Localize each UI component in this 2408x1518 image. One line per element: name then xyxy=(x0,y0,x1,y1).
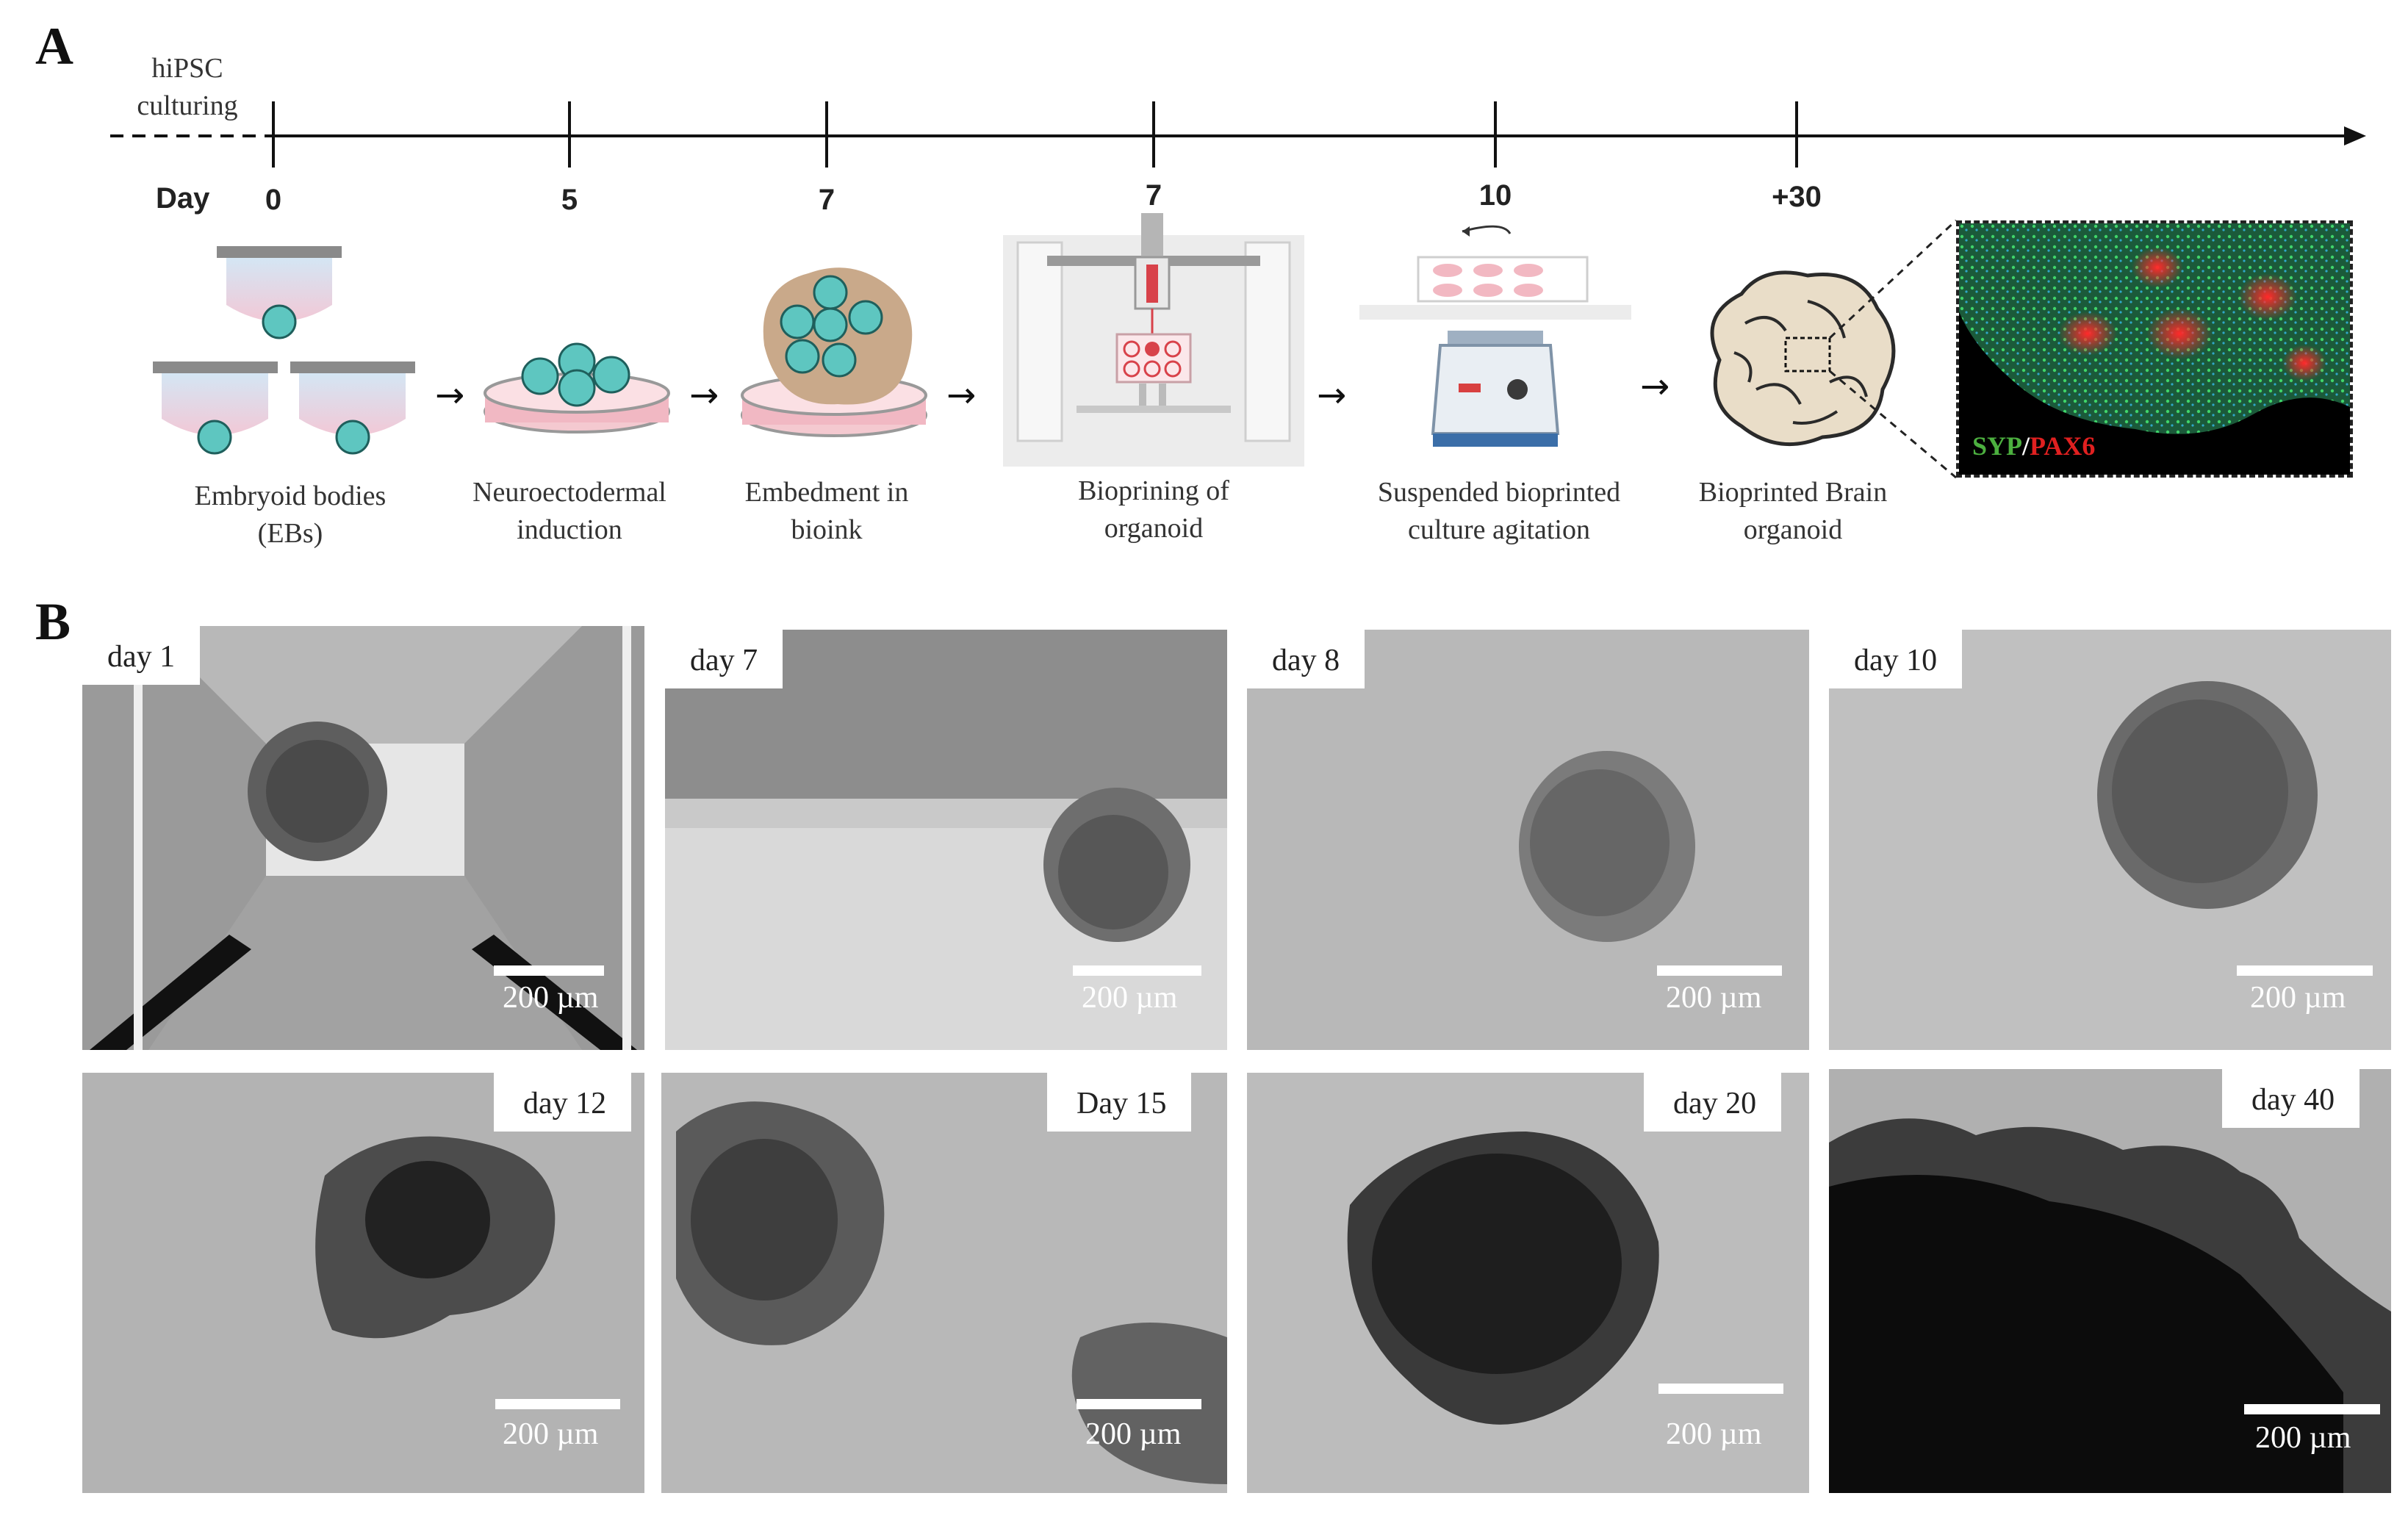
process-arrow-3: → xyxy=(946,375,977,416)
step-label-line1: Neuroectodermal xyxy=(472,477,666,508)
step-label-line1: Embryoid bodies xyxy=(194,481,387,511)
panel-b-letter: B xyxy=(35,592,71,651)
micrograph-day-1: day 1 200 µm xyxy=(82,626,644,1050)
step-label-embryoid-bodies: Embryoid bodies (EBs) xyxy=(147,478,434,553)
process-arrow-4: → xyxy=(1317,375,1347,416)
step-label-neuroectodermal: Neuroectodermal induction xyxy=(441,474,698,550)
day-tag: day 40 xyxy=(2222,1069,2360,1128)
micrograph-day-8: day 8 200 µm xyxy=(1247,630,1809,1050)
scale-bar xyxy=(1073,965,1201,976)
neuroectodermal-dish-illustration xyxy=(484,342,670,434)
day-tag: day 20 xyxy=(1644,1073,1782,1132)
step-label-line2: organoid xyxy=(1104,513,1204,544)
step-label-brain-organoid: Bioprinted Brain organoid xyxy=(1668,474,1918,550)
bioprinter-illustration xyxy=(1003,213,1304,467)
scale-label: 200 µm xyxy=(1666,981,1762,1015)
scale-bar xyxy=(2244,1404,2380,1414)
scale-bar xyxy=(1657,965,1782,976)
micrograph-day-40: day 40 200 µm xyxy=(1829,1069,2391,1493)
scale-label: 200 µm xyxy=(1666,1417,1762,1451)
day-tag: day 12 xyxy=(494,1073,632,1132)
brain-organoid-illustration xyxy=(1710,270,1896,447)
shaker-illustration xyxy=(1359,225,1631,447)
step-label-agitation: Suspended bioprinted culture agitation xyxy=(1345,474,1653,550)
bioink-embedment-illustration xyxy=(741,267,927,437)
day-tag: day 10 xyxy=(1829,630,1963,688)
day-axis-label: Day xyxy=(156,182,210,215)
tick-label-day-5: 5 xyxy=(561,184,578,216)
day-tag: Day 15 xyxy=(1047,1073,1192,1132)
immunostain-inset-frame: SYP/PAX6 xyxy=(1956,220,2353,478)
step-label-embedment: Embedment in bioink xyxy=(705,474,948,550)
day-tag: day 1 xyxy=(82,626,201,685)
step-label-line1: Bioprining of xyxy=(1078,475,1229,506)
tick-label-day-30: +30 xyxy=(1772,181,1822,213)
step-label-bioprinting: Bioprining of organoid xyxy=(1029,472,1279,548)
tick-label-day-10: 10 xyxy=(1478,179,1512,212)
scale-bar xyxy=(2237,965,2373,976)
stain-legend-syp: SYP xyxy=(1972,431,2023,461)
day-tag: day 8 xyxy=(1247,630,1365,688)
embryoid-bodies-illustration xyxy=(153,246,415,455)
micrograph-day-20: day 20 200 µm xyxy=(1247,1073,1809,1493)
micrograph-day-15: Day 15 200 µm xyxy=(661,1073,1227,1493)
micrograph-day-10: day 10 200 µm xyxy=(1829,630,2391,1050)
scale-label: 200 µm xyxy=(2255,1421,2351,1455)
process-arrow-1: → xyxy=(435,375,465,416)
zoom-connector-lines xyxy=(1828,219,1958,479)
stain-legend: SYP/PAX6 xyxy=(1972,431,2095,461)
process-arrow-5: → xyxy=(1640,366,1670,407)
pre-culture-label-line1: hiPSC xyxy=(151,53,223,84)
pre-culture-label: hiPSC culturing xyxy=(125,50,250,126)
timeline-axis xyxy=(110,101,2366,168)
scale-label: 200 µm xyxy=(1082,981,1178,1015)
tick-label-day-0: 0 xyxy=(265,184,282,216)
step-label-line2: induction xyxy=(517,514,622,546)
panel-a-letter: A xyxy=(35,17,73,76)
day-tag: day 7 xyxy=(665,630,783,688)
immunostain-image xyxy=(1959,223,2350,475)
stain-legend-pax6: PAX6 xyxy=(2030,431,2096,461)
stain-legend-slash: / xyxy=(2022,431,2030,461)
scale-bar xyxy=(1077,1399,1201,1409)
tick-label-day-7b: 7 xyxy=(1145,179,1162,212)
scale-label: 200 µm xyxy=(2250,981,2346,1015)
scale-label: 200 µm xyxy=(503,981,599,1015)
step-label-line1: Embedment in xyxy=(744,477,909,508)
micrograph-day-7: day 7 200 µm xyxy=(665,630,1227,1050)
process-arrow-2: → xyxy=(689,375,719,416)
step-label-line1: Suspended bioprinted xyxy=(1377,477,1621,508)
step-label-line2: (EBs) xyxy=(257,518,323,550)
tick-label-day-7a: 7 xyxy=(818,184,835,216)
pre-culture-label-line2: culturing xyxy=(137,90,238,122)
step-label-line2: bioink xyxy=(791,514,863,546)
scale-bar xyxy=(1658,1384,1783,1394)
step-label-line2: culture agitation xyxy=(1408,514,1590,546)
scale-label: 200 µm xyxy=(503,1417,599,1451)
scale-label: 200 µm xyxy=(1085,1417,1182,1451)
step-label-line2: organoid xyxy=(1743,514,1843,546)
micrograph-day-12: day 12 200 µm xyxy=(82,1073,644,1493)
scale-bar xyxy=(495,1399,620,1409)
step-label-line1: Bioprinted Brain xyxy=(1698,477,1888,508)
scale-bar xyxy=(494,965,604,976)
